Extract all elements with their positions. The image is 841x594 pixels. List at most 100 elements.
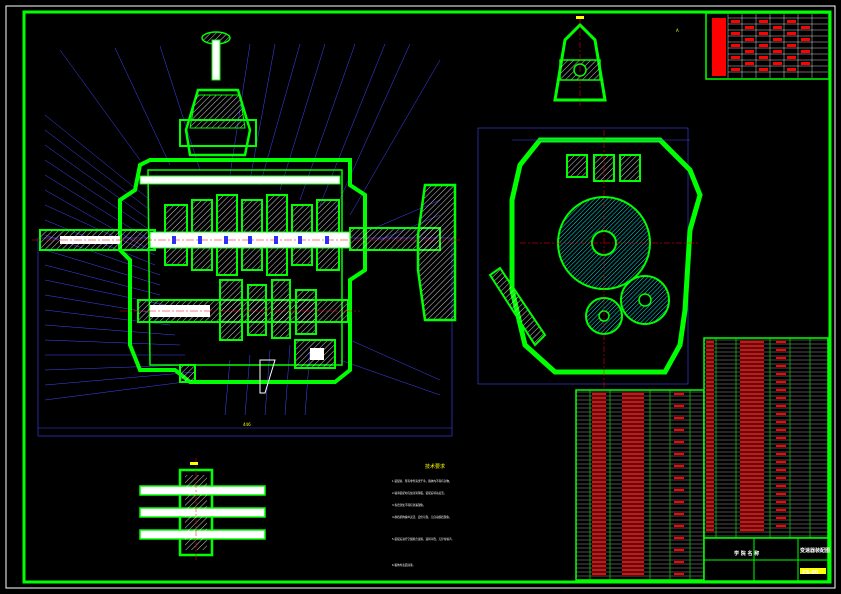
table-cell-mark <box>706 417 714 419</box>
table-cell-mark <box>731 32 740 35</box>
titleblock-dept: 学 院 名 称 <box>734 550 759 557</box>
table-cell-mark <box>740 521 764 523</box>
table-cell-mark <box>592 513 606 515</box>
table-cell-mark <box>622 397 644 399</box>
table-cell-mark <box>759 32 768 35</box>
table-cell-mark <box>731 56 740 59</box>
table-cell-mark <box>592 417 606 419</box>
table-cell-mark <box>740 529 764 531</box>
table-cell-mark <box>622 429 644 431</box>
table-cell-mark <box>592 485 606 487</box>
table-cell-mark <box>773 26 782 29</box>
table-cell-mark <box>592 441 606 443</box>
table-cell-mark <box>740 397 764 399</box>
shift-tower <box>179 31 257 157</box>
table-cell-mark <box>706 473 714 475</box>
drain-plug <box>179 364 196 383</box>
table-cell-mark <box>674 525 684 527</box>
table-cell-mark <box>674 513 684 515</box>
table-cell-mark <box>706 413 714 415</box>
table-cell-mark <box>706 341 714 343</box>
table-cell-mark <box>776 453 786 455</box>
table-cell-mark <box>706 421 714 423</box>
table-cell-mark <box>740 361 764 363</box>
table-cell-mark <box>706 405 714 407</box>
table-cell-mark <box>622 565 644 567</box>
table-cell-mark <box>740 393 764 395</box>
table-cell-mark <box>592 517 606 519</box>
table-cell-mark <box>740 525 764 527</box>
table-cell-mark <box>622 401 644 403</box>
table-cell-mark <box>592 565 606 567</box>
table-cell-mark <box>592 541 606 543</box>
table-cell-mark <box>592 529 606 531</box>
table-cell-mark <box>740 453 764 455</box>
table-cell-mark <box>592 413 606 415</box>
table-cell-mark <box>592 409 606 411</box>
table-cell-mark <box>592 489 606 491</box>
table-cell-mark <box>622 481 644 483</box>
table-cell-mark <box>622 549 644 551</box>
table-cell-mark <box>740 437 764 439</box>
table-cell-mark <box>592 509 606 511</box>
table-cell-mark <box>622 505 644 507</box>
table-cell-mark <box>706 481 714 483</box>
table-cell-mark <box>706 505 714 507</box>
table-cell-mark <box>745 50 754 53</box>
table-cell-mark <box>740 377 764 379</box>
table-cell-mark <box>740 345 764 347</box>
table-cell-mark <box>787 20 796 23</box>
table-cell-mark <box>622 469 644 471</box>
table-cell-mark <box>740 349 764 351</box>
table-cell-mark <box>706 477 714 479</box>
table-cell-mark <box>706 465 714 467</box>
table-cell-mark <box>776 437 786 439</box>
section-mark-a: A <box>676 28 679 33</box>
table-cell-mark <box>706 497 714 499</box>
sheet-frame-inner <box>22 10 832 584</box>
table-cell-mark <box>706 529 714 531</box>
table-cell-mark <box>592 497 606 499</box>
table-cell-mark <box>740 497 764 499</box>
table-cell-mark <box>740 493 764 495</box>
table-cell-mark <box>622 453 644 455</box>
table-cell-mark <box>787 32 796 35</box>
table-cell-mark <box>801 38 810 41</box>
table-cell-mark <box>622 425 644 427</box>
table-cell-mark <box>740 477 764 479</box>
table-cell-mark <box>740 369 764 371</box>
table-cell-mark <box>706 425 714 427</box>
table-cell-mark <box>674 429 684 431</box>
table-cell-mark <box>592 433 606 435</box>
table-cell-mark <box>776 341 786 343</box>
table-cell-mark <box>706 349 714 351</box>
table-cell-mark <box>776 405 786 407</box>
table-cell-mark <box>622 537 644 539</box>
table-cell-mark <box>787 56 796 59</box>
table-cell-mark <box>759 44 768 47</box>
table-cell-mark <box>592 449 606 451</box>
table-cell-mark <box>740 509 764 511</box>
table-cell-mark <box>776 485 786 487</box>
note-line-3: 3.各密封处不得有渗漏现象。 <box>392 503 426 507</box>
table-cell-mark <box>706 449 714 451</box>
table-cell-mark <box>622 521 644 523</box>
table-cell-mark <box>740 365 764 367</box>
detail-view-top <box>553 16 607 106</box>
dimension-text-length: 446 <box>243 422 251 427</box>
table-cell-mark <box>592 569 606 571</box>
parts-list <box>575 337 829 581</box>
table-cell-mark <box>740 489 764 491</box>
table-cell-mark <box>740 449 764 451</box>
table-cell-mark <box>622 409 644 411</box>
table-cell-mark <box>622 501 644 503</box>
table-cell-mark <box>706 381 714 383</box>
titleblock-drawing-no: ZS-00 <box>802 570 819 576</box>
note-line-4: 4.换挡机构操纵灵活，定位可靠，无自动脱挡现象。 <box>392 515 452 519</box>
end-view-housing <box>509 137 703 375</box>
table-cell-mark <box>740 501 764 503</box>
table-cell-mark <box>674 501 684 503</box>
main-section-view: 446 <box>32 31 460 437</box>
table-cell-mark <box>801 50 810 53</box>
table-cell-mark <box>706 469 714 471</box>
